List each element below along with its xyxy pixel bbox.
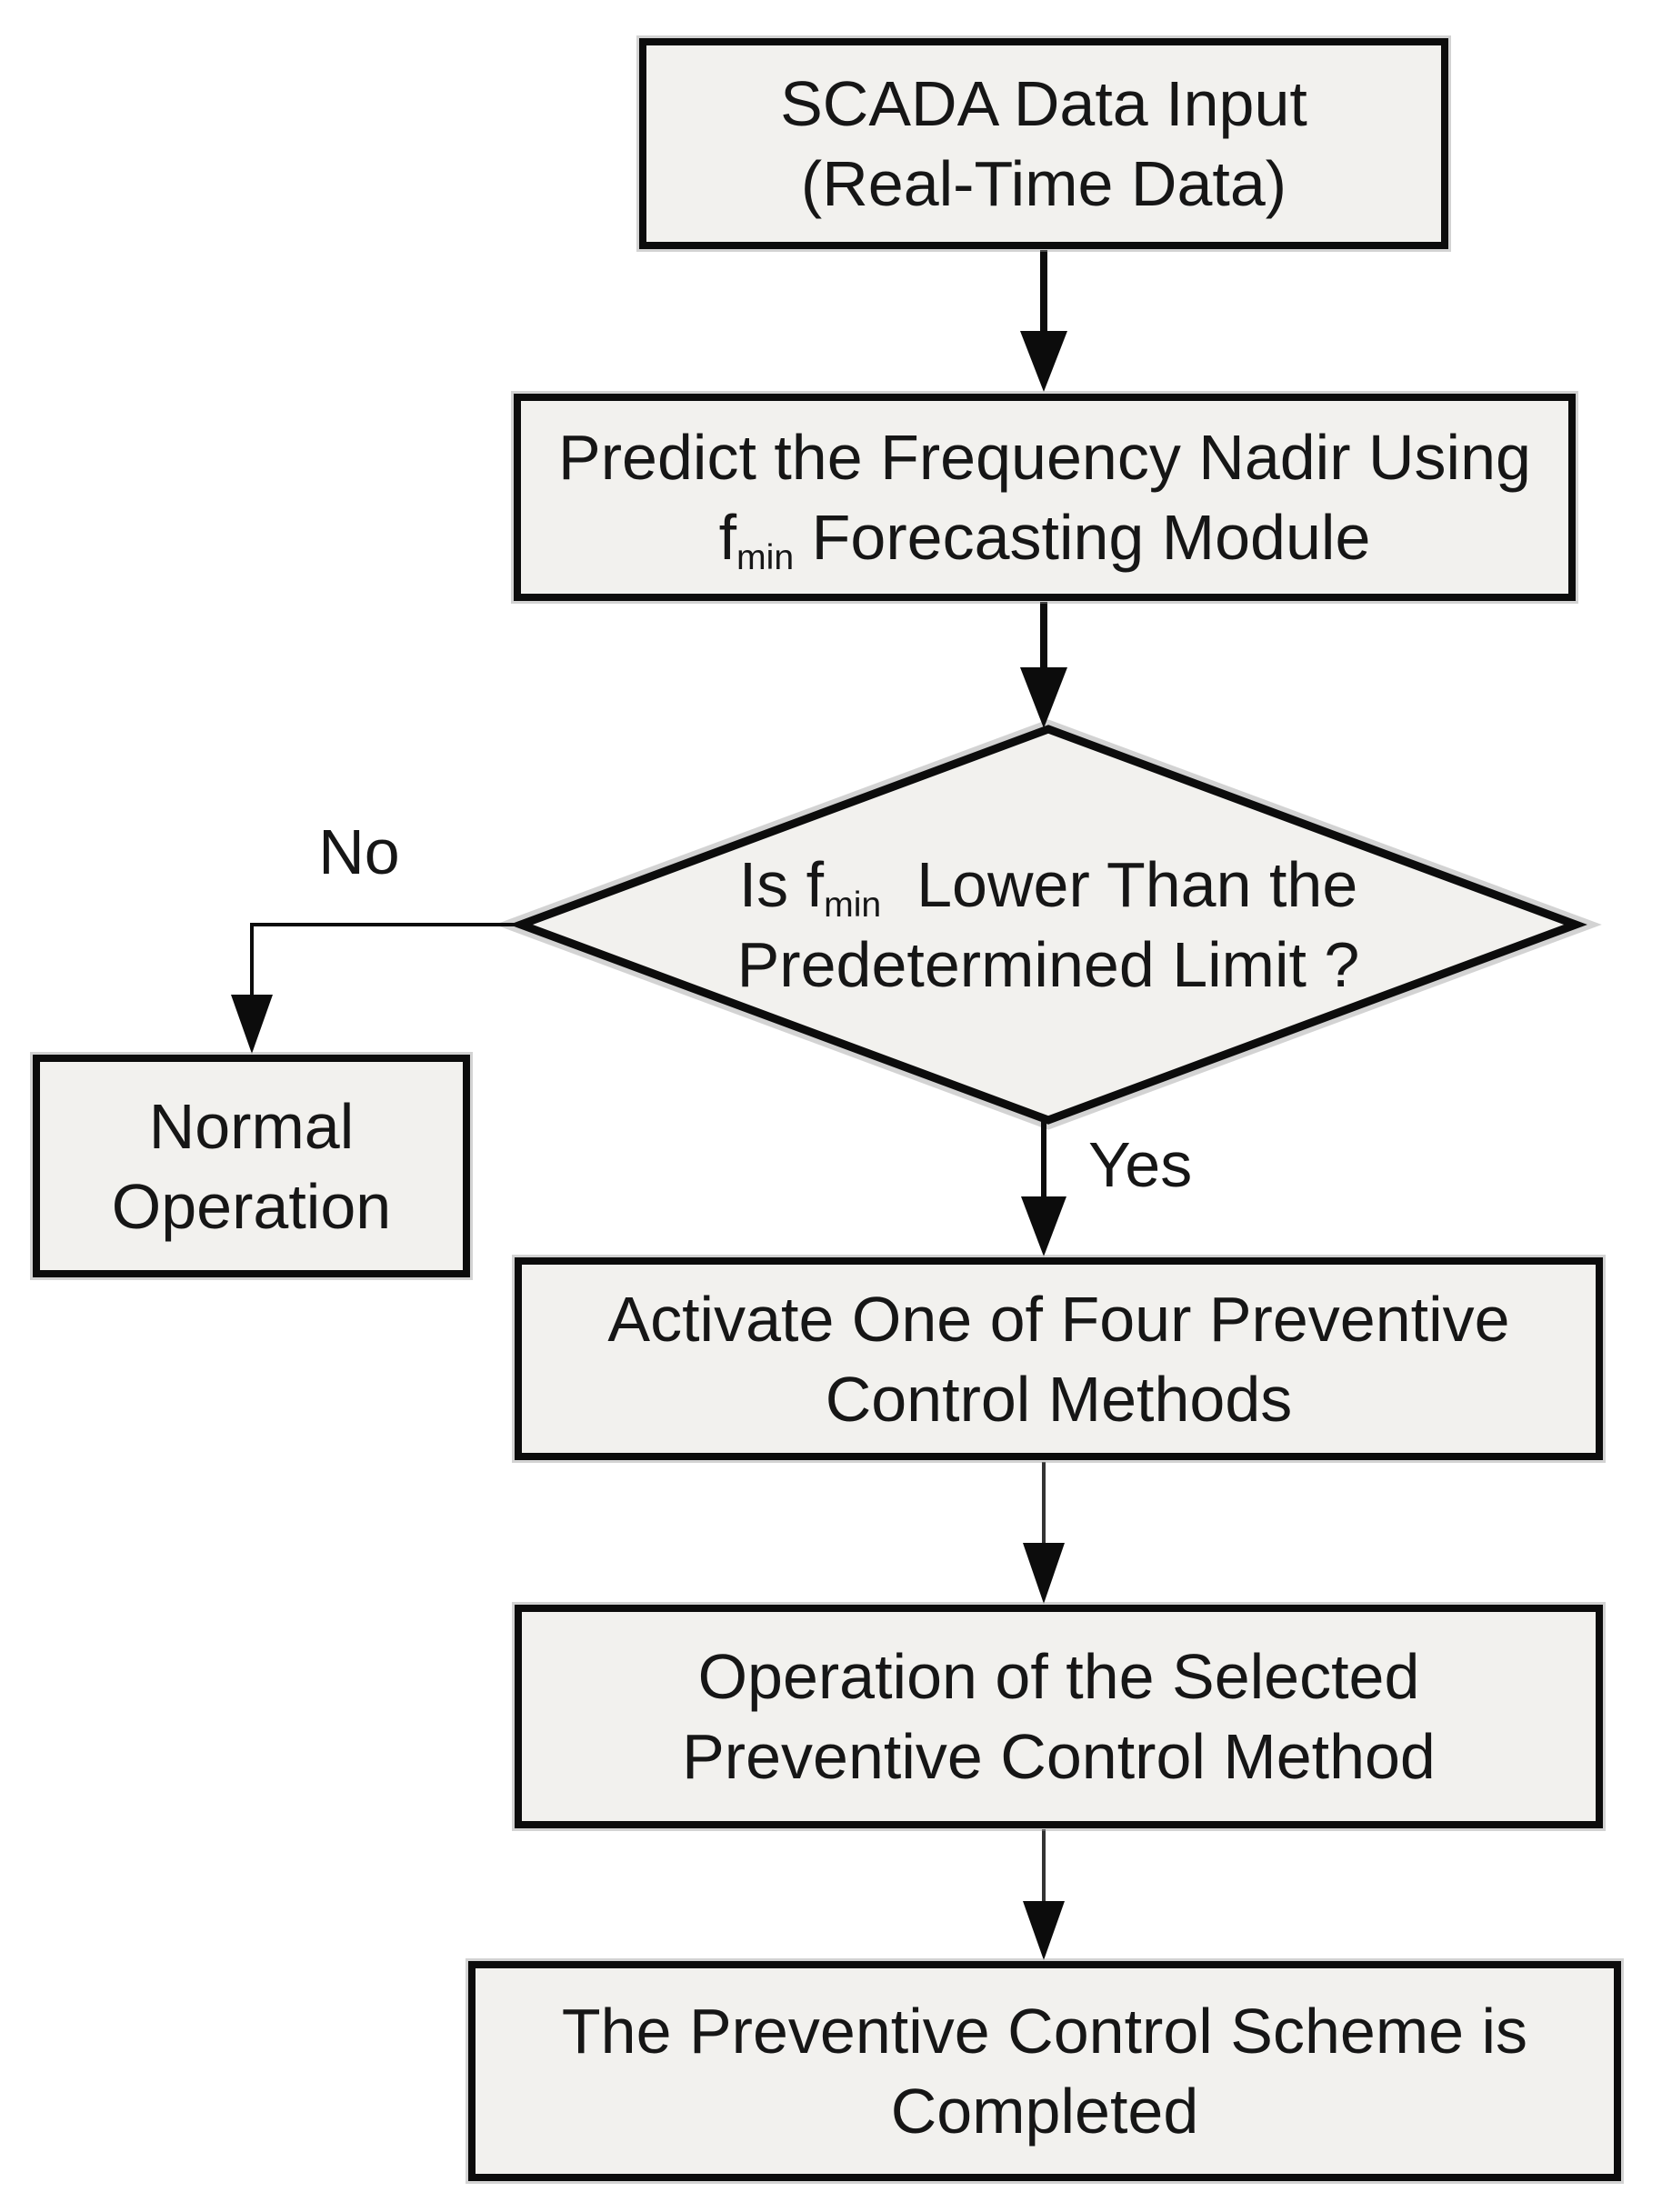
node-completed-line1: The Preventive Control Scheme is bbox=[561, 1996, 1528, 2067]
node-scada-line1: SCADA Data Input bbox=[780, 68, 1307, 139]
node-activate-line1: Activate One of Four Preventive bbox=[607, 1283, 1510, 1355]
node-scheme-completed: The Preventive Control Scheme is Complet… bbox=[468, 1961, 1621, 2181]
node-operation-line1: Operation of the Selected bbox=[697, 1641, 1420, 1712]
node-completed-line2: Completed bbox=[890, 2076, 1199, 2147]
node-decision-label: Is fmin Lower Than the Predetermined Lim… bbox=[521, 845, 1576, 1005]
decision-diamond bbox=[509, 725, 1587, 1125]
fmin-subscript: min bbox=[824, 885, 882, 925]
node-scada-data-input: SCADA Data Input (Real-Time Data) bbox=[639, 38, 1448, 249]
arrow-predict-decision-head bbox=[1020, 667, 1067, 728]
no-branch-label: No bbox=[318, 816, 400, 887]
node-activate-preventive-control: Activate One of Four Preventive Control … bbox=[515, 1257, 1603, 1460]
arrow-operation-completed-head bbox=[1023, 1901, 1065, 1960]
node-normal-line2: Operation bbox=[111, 1170, 392, 1242]
decision-line2: Predetermined Limit ? bbox=[736, 929, 1360, 1000]
arrow-no-branch-head bbox=[231, 995, 273, 1054]
node-predict-line2: fmin Forecasting Module bbox=[718, 502, 1371, 577]
yes-branch-label: Yes bbox=[1088, 1129, 1193, 1200]
arrow-scada-predict-head bbox=[1020, 331, 1067, 392]
node-activate-line2: Control Methods bbox=[825, 1363, 1293, 1435]
arrow-no-branch-stem bbox=[250, 923, 519, 1000]
node-normal-operation: Normal Operation bbox=[33, 1055, 470, 1277]
node-predict-frequency-nadir: Predict the Frequency Nadir Using fmin F… bbox=[514, 394, 1576, 601]
node-operation-line2: Preventive Control Method bbox=[682, 1721, 1436, 1792]
arrow-activate-operation-head bbox=[1023, 1543, 1065, 1604]
decision-line1: Is fmin Lower Than the bbox=[738, 849, 1358, 925]
node-scada-line2: (Real-Time Data) bbox=[800, 148, 1287, 219]
node-normal-line1: Normal bbox=[148, 1090, 355, 1162]
node-predict-line1: Predict the Frequency Nadir Using bbox=[558, 422, 1531, 493]
fmin-subscript: min bbox=[736, 537, 795, 577]
node-operation-selected-method: Operation of the Selected Preventive Con… bbox=[515, 1605, 1603, 1828]
arrow-yes-branch-head bbox=[1021, 1196, 1066, 1256]
